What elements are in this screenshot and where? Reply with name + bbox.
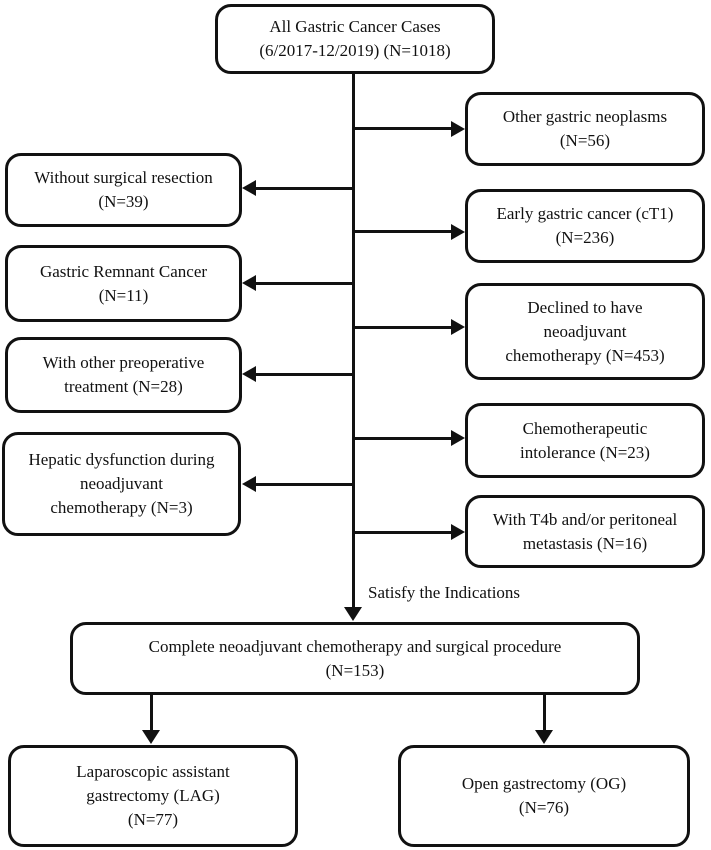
arrow-to-hepatic-dysfunction bbox=[256, 483, 353, 486]
node-laparoscopic-assistant-gastrectomy: Laparoscopic assistant gastrectomy (LAG)… bbox=[8, 745, 298, 847]
node-hepatic-dysfunction: Hepatic dysfunction during neoadjuvant c… bbox=[2, 432, 241, 536]
arrow-main-spine bbox=[352, 73, 355, 609]
arrowhead-main-spine-down-icon bbox=[344, 607, 362, 621]
arrowhead-open-gastrectomy-icon bbox=[535, 730, 553, 744]
node-early-gastric-cancer: Early gastric cancer (cT1) (N=236) bbox=[465, 189, 705, 263]
arrowhead-other-gastric-neoplasms-icon bbox=[451, 121, 465, 137]
arrow-to-gastric-remnant-cancer bbox=[256, 282, 353, 285]
node-without-surgical-resection: Without surgical resection (N=39) bbox=[5, 153, 242, 227]
node-gastric-remnant-cancer: Gastric Remnant Cancer (N=11) bbox=[5, 245, 242, 322]
arrow-to-laparoscopic-gastrectomy bbox=[150, 695, 153, 731]
node-t4b-peritoneal-metastasis: With T4b and/or peritoneal metastasis (N… bbox=[465, 495, 705, 568]
arrow-to-open-gastrectomy bbox=[543, 695, 546, 731]
arrowhead-chemotherapeutic-intolerance-icon bbox=[451, 430, 465, 446]
arrow-to-t4b-peritoneal-metastasis bbox=[353, 531, 453, 534]
arrow-to-other-gastric-neoplasms bbox=[353, 127, 453, 130]
node-declined-neoadjuvant-chemotherapy: Declined to have neoadjuvant chemotherap… bbox=[465, 283, 705, 380]
arrowhead-without-surgical-resection-icon bbox=[242, 180, 256, 196]
node-complete-neoadjuvant-and-surgery: Complete neoadjuvant chemotherapy and su… bbox=[70, 622, 640, 695]
node-all-gastric-cancer-cases: All Gastric Cancer Cases (6/2017-12/2019… bbox=[215, 4, 495, 74]
arrow-to-declined-neoadjuvant-chemotherapy bbox=[353, 326, 453, 329]
arrow-to-without-surgical-resection bbox=[256, 187, 353, 190]
arrowhead-early-gastric-cancer-icon bbox=[451, 224, 465, 240]
arrowhead-hepatic-dysfunction-icon bbox=[242, 476, 256, 492]
label-satisfy-indications: Satisfy the Indications bbox=[368, 583, 521, 602]
arrowhead-preoperative-treatment-icon bbox=[242, 366, 256, 382]
node-other-preoperative-treatment: With other preoperative treatment (N=28) bbox=[5, 337, 242, 413]
node-open-gastrectomy: Open gastrectomy (OG) (N=76) bbox=[398, 745, 690, 847]
arrowhead-declined-neoadjuvant-icon bbox=[451, 319, 465, 335]
arrow-to-early-gastric-cancer bbox=[353, 230, 453, 233]
arrow-to-other-preoperative-treatment bbox=[256, 373, 353, 376]
arrowhead-gastric-remnant-cancer-icon bbox=[242, 275, 256, 291]
arrowhead-laparoscopic-gastrectomy-icon bbox=[142, 730, 160, 744]
arrowhead-t4b-metastasis-icon bbox=[451, 524, 465, 540]
arrow-to-chemotherapeutic-intolerance bbox=[353, 437, 453, 440]
node-chemotherapeutic-intolerance: Chemotherapeutic intolerance (N=23) bbox=[465, 403, 705, 478]
node-other-gastric-neoplasms: Other gastric neoplasms (N=56) bbox=[465, 92, 705, 166]
